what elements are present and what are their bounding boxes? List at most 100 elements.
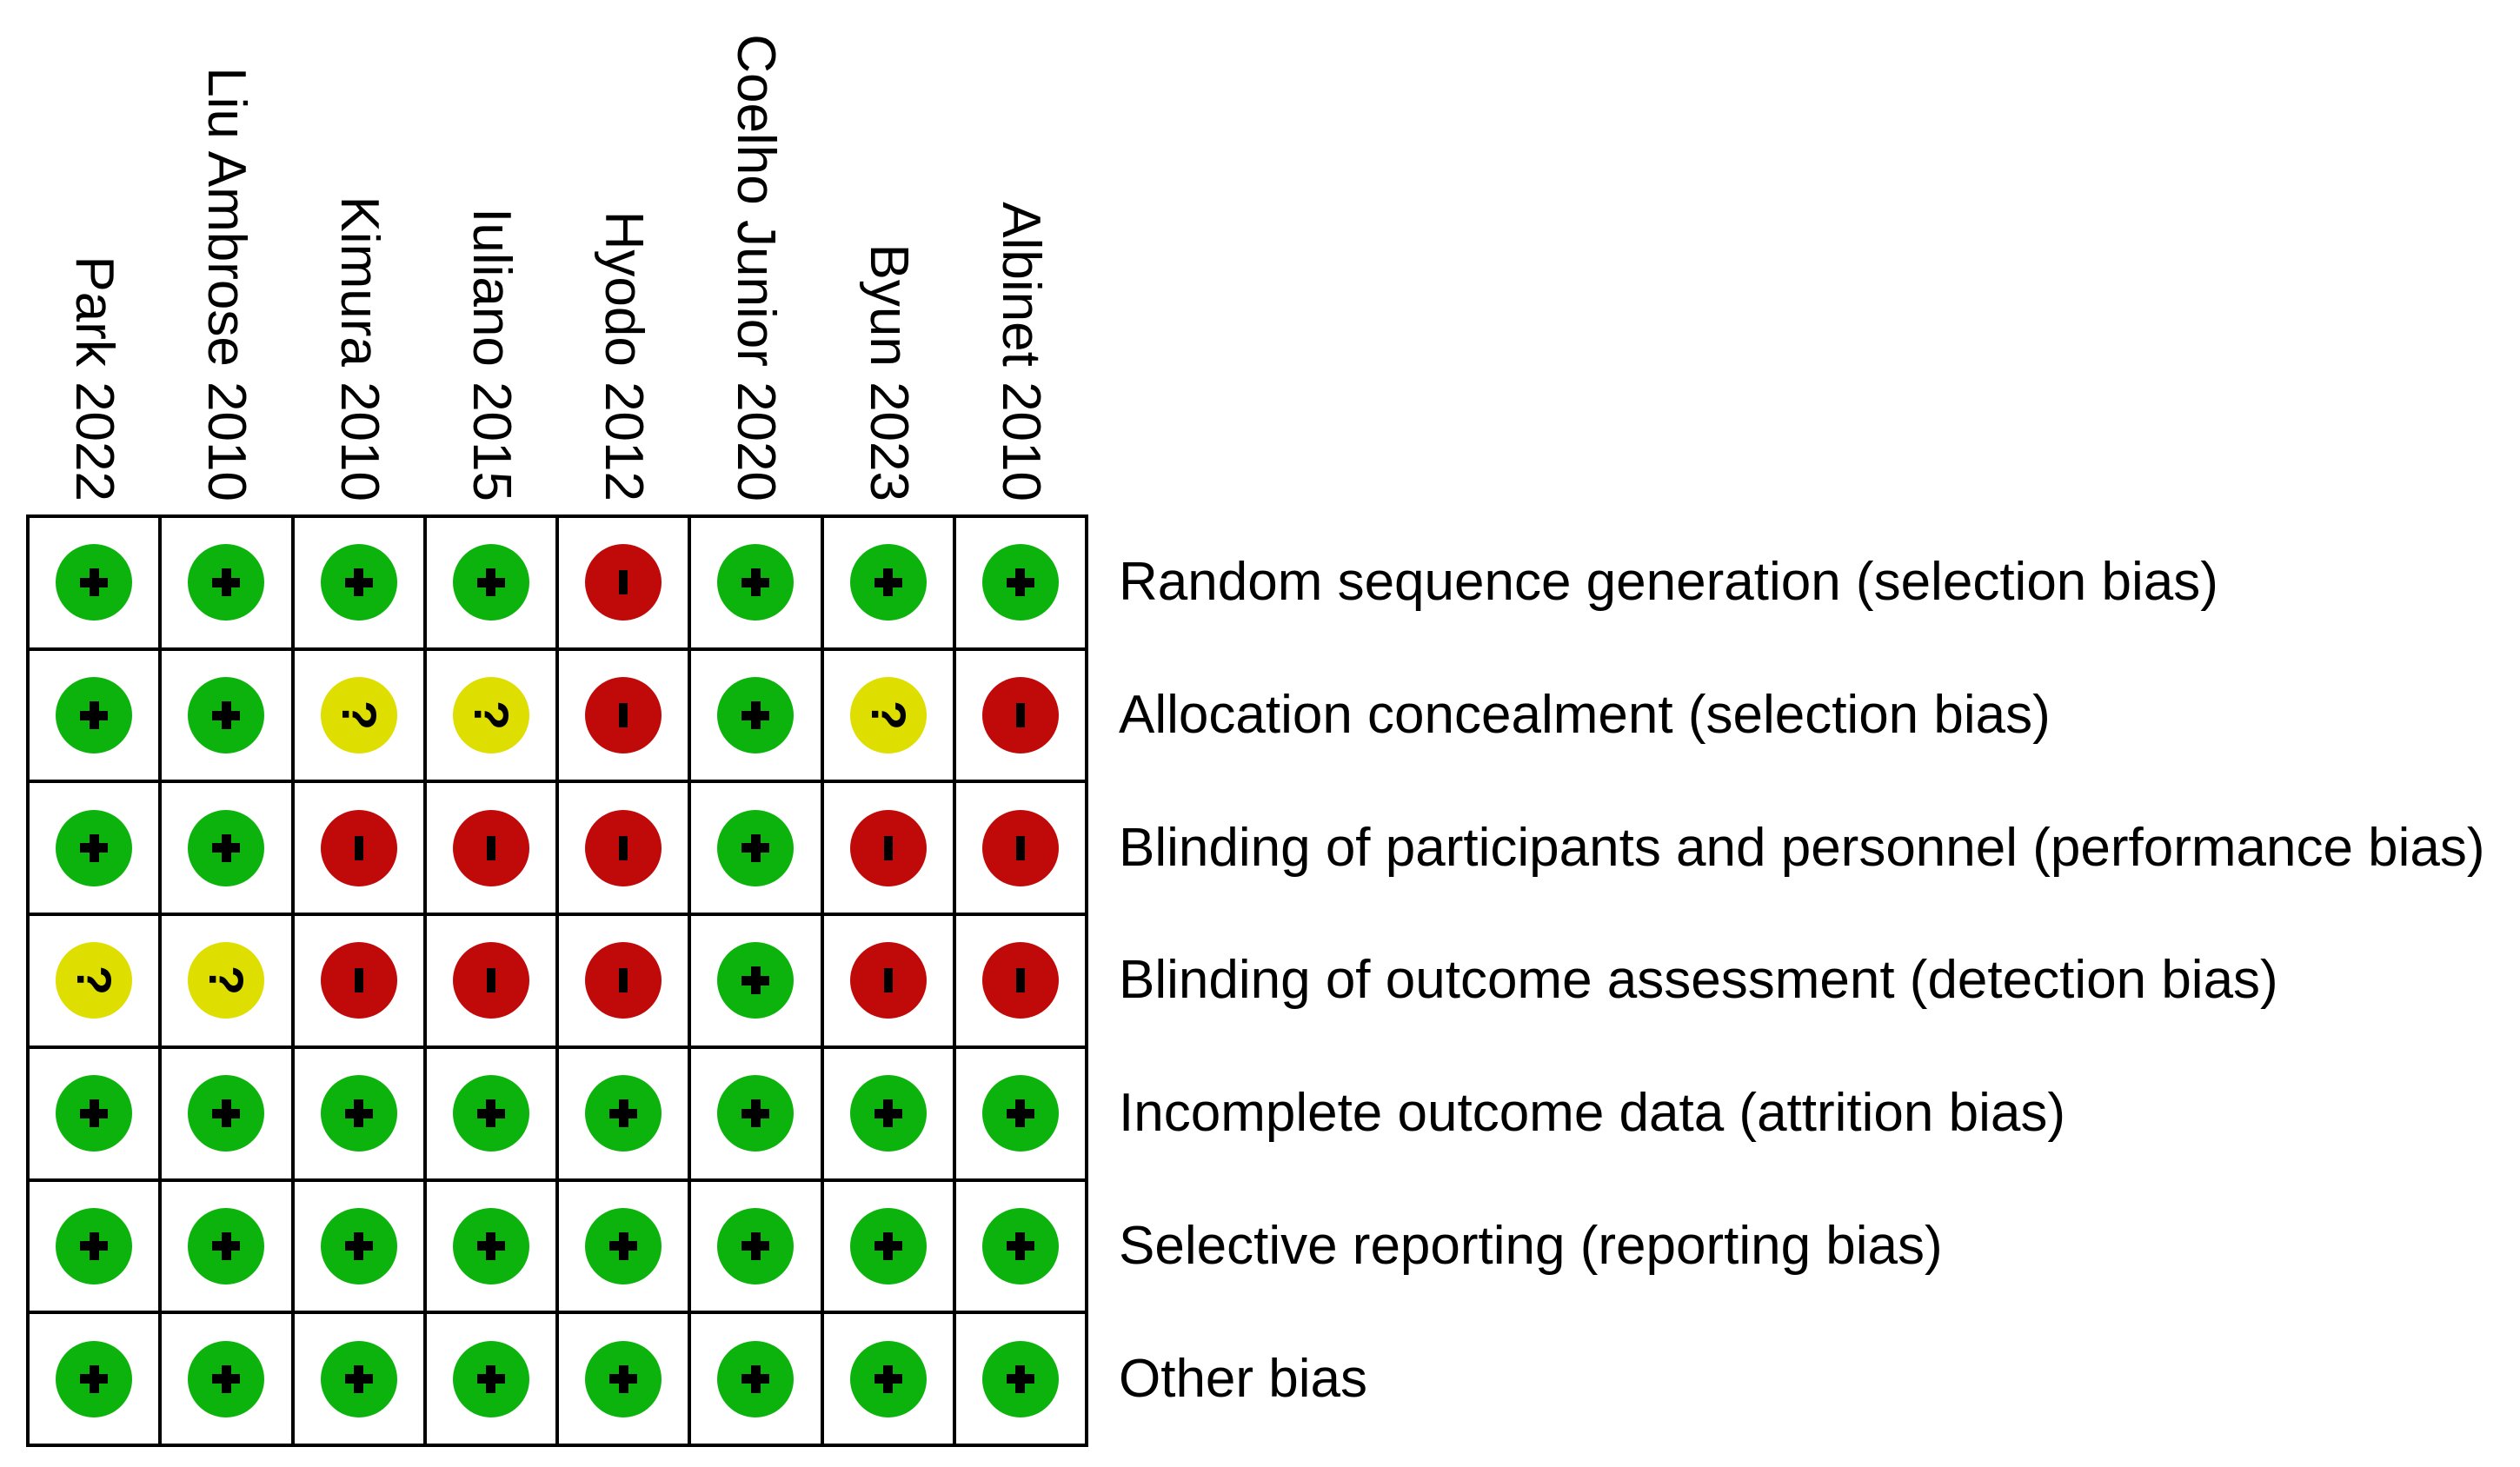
rob-cell xyxy=(691,518,821,647)
rob-cell xyxy=(955,518,1085,647)
domain-label: Selective reporting (reporting bias) xyxy=(1119,1215,1943,1276)
plus-icon xyxy=(80,1231,109,1260)
judgement-circle-high xyxy=(981,677,1059,754)
rob-cell xyxy=(955,1181,1085,1311)
rob-cell xyxy=(162,783,291,913)
rob-cell xyxy=(162,518,291,647)
minus-icon xyxy=(1015,835,1025,860)
domain-label: Other bias xyxy=(1119,1348,1368,1409)
rob-cell xyxy=(691,1314,821,1444)
study-header: Park 2022 xyxy=(64,256,125,501)
judgement-circle-low xyxy=(452,1340,529,1417)
minus-icon xyxy=(619,968,628,993)
minus-icon xyxy=(486,835,495,860)
judgement-circle-low xyxy=(981,1075,1059,1152)
rob-cell xyxy=(559,518,688,647)
judgement-circle-low xyxy=(849,1075,927,1152)
rob-cell xyxy=(294,1181,423,1311)
rob-cell xyxy=(559,1181,688,1311)
rob-cell xyxy=(162,1314,291,1444)
judgement-circle-low xyxy=(717,942,795,1019)
plus-icon xyxy=(741,833,770,862)
rob-cell xyxy=(162,1048,291,1178)
judgement-circle-low xyxy=(717,809,795,886)
domain-label: Blinding of outcome assessment (detectio… xyxy=(1119,950,2278,1011)
rob-cell xyxy=(823,783,953,913)
minus-icon xyxy=(1015,703,1025,728)
rob-cell xyxy=(30,783,159,913)
rob-cell xyxy=(955,783,1085,913)
minus-icon xyxy=(354,968,363,993)
minus-icon xyxy=(619,570,628,595)
plus-icon xyxy=(874,1231,902,1260)
rob-cell xyxy=(162,650,291,780)
rob-cell: ? xyxy=(426,650,555,780)
plus-icon xyxy=(741,568,770,597)
question-mark-icon: ? xyxy=(331,700,387,731)
judgement-circle-low xyxy=(452,1075,529,1152)
plus-icon xyxy=(1006,568,1034,597)
minus-icon xyxy=(883,968,893,993)
plus-icon xyxy=(874,1099,902,1128)
judgement-circle-low xyxy=(717,544,795,621)
plus-icon xyxy=(741,701,770,730)
judgement-circle-low xyxy=(849,1207,927,1284)
plus-icon xyxy=(344,1364,373,1393)
plus-icon xyxy=(344,1231,373,1260)
rob-cell xyxy=(294,1048,423,1178)
judgement-circle-low xyxy=(320,544,397,621)
judgement-circle-low xyxy=(56,1340,133,1417)
plus-icon xyxy=(344,1099,373,1128)
rob-cell xyxy=(162,1181,291,1311)
plus-icon xyxy=(1006,1364,1034,1393)
rob-cell xyxy=(691,783,821,913)
rob-cell xyxy=(955,650,1085,780)
rob-cell xyxy=(559,1314,688,1444)
judgement-circle-unclear: ? xyxy=(452,677,529,754)
plus-icon xyxy=(874,568,902,597)
rob-cell xyxy=(30,1048,159,1178)
plus-icon xyxy=(741,1231,770,1260)
judgement-circle-unclear: ? xyxy=(849,677,927,754)
rob-cell xyxy=(823,1181,953,1311)
rob-cell xyxy=(30,1314,159,1444)
judgement-circle-unclear: ? xyxy=(320,677,397,754)
plus-icon xyxy=(212,1364,241,1393)
plus-icon xyxy=(212,568,241,597)
plus-icon xyxy=(609,1364,638,1393)
rob-cell xyxy=(30,650,159,780)
judgement-circle-low xyxy=(717,677,795,754)
plus-icon xyxy=(344,568,373,597)
judgement-circle-low xyxy=(981,1207,1059,1284)
plus-icon xyxy=(741,1364,770,1393)
question-mark-icon: ? xyxy=(861,700,916,731)
plus-icon xyxy=(80,1099,109,1128)
judgement-circle-low xyxy=(188,544,265,621)
plus-icon xyxy=(1006,1231,1034,1260)
rob-cell xyxy=(955,1314,1085,1444)
judgement-circle-high xyxy=(452,942,529,1019)
study-header: Hyodo 2012 xyxy=(594,210,655,501)
judgement-circle-high xyxy=(320,942,397,1019)
rob-cell xyxy=(691,650,821,780)
judgement-circle-low xyxy=(188,677,265,754)
domain-label: Incomplete outcome data (attrition bias) xyxy=(1119,1083,2065,1144)
rob-cell xyxy=(426,1181,555,1311)
rob-cell xyxy=(823,1314,953,1444)
minus-icon xyxy=(354,835,363,860)
judgement-circle-low xyxy=(320,1340,397,1417)
judgement-circle-low xyxy=(320,1207,397,1284)
plus-icon xyxy=(476,1231,505,1260)
plus-icon xyxy=(741,1099,770,1128)
plus-icon xyxy=(80,701,109,730)
study-header: Byun 2023 xyxy=(858,243,919,501)
judgement-circle-high xyxy=(849,942,927,1019)
question-mark-icon: ? xyxy=(463,700,519,731)
judgement-circle-low xyxy=(320,1075,397,1152)
judgement-circle-low xyxy=(56,1075,133,1152)
judgement-circle-low xyxy=(849,1340,927,1417)
minus-icon xyxy=(1015,968,1025,993)
plus-icon xyxy=(476,1364,505,1393)
judgement-circle-high xyxy=(585,809,662,886)
rob-cell: ? xyxy=(823,650,953,780)
